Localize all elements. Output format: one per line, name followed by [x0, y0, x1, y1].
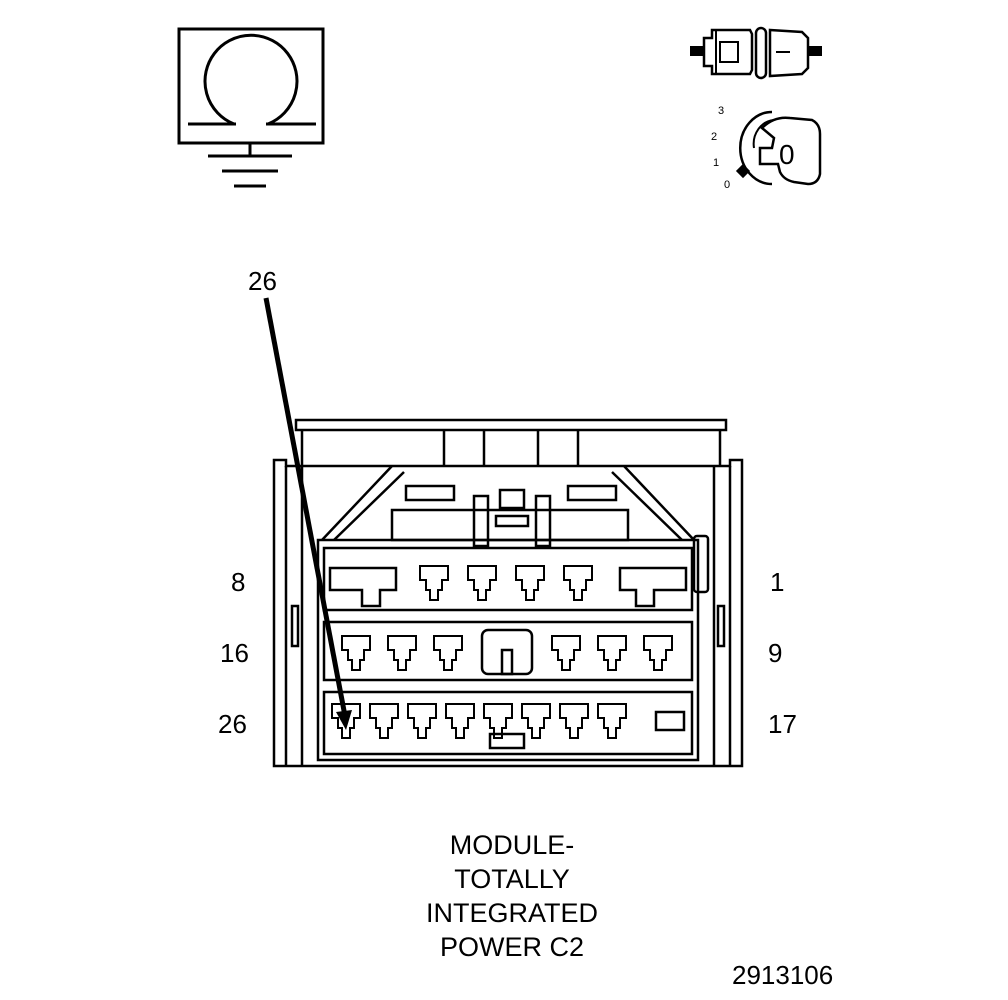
- caption-line-1: MODULE-: [449, 830, 575, 860]
- terminal-cavity: [419, 565, 449, 601]
- ignition-position-0: 0: [724, 179, 731, 191]
- terminal-cavity: [597, 635, 627, 671]
- ignition-key-label: 0: [779, 139, 795, 170]
- terminal-cavity: [467, 565, 497, 601]
- terminal-cavity: [483, 703, 513, 739]
- terminal-cavity: [331, 703, 361, 739]
- row3-right-pin-label: 17: [768, 709, 797, 739]
- terminal-cavity: [445, 703, 475, 739]
- caption-line-4: POWER C2: [439, 932, 585, 962]
- terminal-cavity: [369, 703, 399, 739]
- ignition-key-off-icon: [735, 110, 822, 186]
- disconnected-connector-icon: [690, 26, 822, 80]
- terminal-cavity: [407, 703, 437, 739]
- terminal-cavity: [387, 635, 417, 671]
- ground-icon: [208, 143, 292, 188]
- terminal-cavity: [341, 635, 371, 671]
- row2-left-pin-label: 16: [220, 638, 249, 668]
- terminal-cavity: [643, 635, 673, 671]
- terminal-cavity: [597, 703, 627, 739]
- connector-caption: MODULE- TOTALLY INTEGRATED POWER C2: [362, 828, 662, 964]
- terminal-cavity: [433, 635, 463, 671]
- terminal-cavity: [551, 635, 581, 671]
- caption-line-2: TOTALLY: [454, 864, 570, 894]
- ohmmeter-icon: [177, 27, 325, 188]
- row1-right-pin-label: 1: [770, 567, 785, 597]
- row3-left-pin-label: 26: [218, 709, 247, 739]
- terminal-cavity: [559, 703, 589, 739]
- terminal-cavity: [521, 703, 551, 739]
- ignition-position-3: 3: [718, 105, 725, 117]
- figure-id: 2913106: [732, 960, 834, 990]
- terminal-cavity: [515, 565, 545, 601]
- callout-pin-label: 26: [248, 266, 277, 296]
- row2-right-pin-label: 9: [768, 638, 783, 668]
- connector-face: [272, 418, 744, 768]
- caption-line-3: INTEGRATED: [425, 898, 598, 928]
- ignition-position-1: 1: [713, 157, 720, 169]
- row1-left-pin-label: 8: [231, 567, 246, 597]
- terminal-cavity: [563, 565, 593, 601]
- ignition-position-2: 2: [711, 131, 718, 143]
